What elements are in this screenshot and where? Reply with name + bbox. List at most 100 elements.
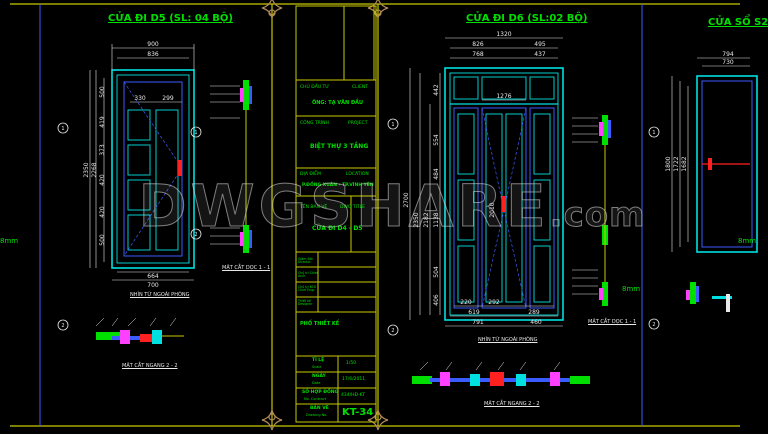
tb-drawing-label: TÊN BẢN VẼ: [300, 205, 328, 210]
dimension-label: 2: [194, 232, 197, 238]
dimension-label: 2: [391, 328, 394, 334]
dimension-label: 1: [61, 126, 64, 132]
dimension-label: 406: [433, 294, 440, 306]
tb-location-value: P.ĐỒNG XUÂN - TP.VĨNH YÊN: [302, 183, 374, 188]
dimension-label: 1722: [673, 156, 680, 171]
dimension-label: 768: [472, 51, 484, 58]
dimension-label: 554: [433, 134, 440, 146]
tb-contract-value: 434/HĐ-KT: [341, 393, 365, 398]
d6-section-horizontal-label: MẶT CẮT NGANG 2 - 2: [484, 401, 540, 407]
dimension-label: 664: [147, 273, 159, 280]
dimension-label: 826: [472, 41, 484, 48]
dimension-label: 500: [99, 86, 106, 98]
d5-caption-outside: NHÌN TỪ NGOÀI PHÒNG: [130, 292, 190, 298]
s2-detail-note: 8mm: [738, 237, 757, 245]
frame-ornaments: [261, 0, 389, 431]
dimension-label: 460: [530, 319, 542, 326]
door-d5-section-horizontal: [95, 317, 184, 344]
left-edge-note: 8mm: [0, 237, 19, 245]
dimension-label: 220: [460, 299, 472, 306]
dimension-label: 1: [652, 130, 655, 136]
tb-sheet-value: KT-34: [342, 407, 374, 418]
dimension-label: 1800: [665, 156, 672, 171]
cad-sheet: 9008363302992350226850041937342042050066…: [10, 0, 758, 431]
dimension-label: 900: [147, 41, 159, 48]
title-block-frame: [295, 5, 377, 423]
tb-scale-label-en: Scale: [312, 365, 322, 369]
tb-scale-label: TỈ LỆ: [312, 358, 325, 363]
door-d6-section-horizontal: [412, 361, 590, 386]
d5-section-horizontal-label: MẶT CẮT NGANG 2 - 2: [122, 363, 178, 369]
dimension-label: 330: [134, 95, 146, 102]
tb-role-director: Giám đốc Director: [298, 257, 314, 265]
tb-location-label: ĐỊA ĐIỂM: [300, 172, 321, 177]
dimension-label: 292: [488, 299, 500, 306]
tb-project-value: BIỆT THỰ 3 TẦNG: [310, 143, 369, 150]
tb-scale-value: 1/50: [346, 361, 357, 366]
tb-drawing-label-en: DWG TITLE: [340, 205, 366, 210]
tb-designer-label: PHỐ THIẾT KẾ: [300, 321, 340, 327]
d5-title: CỬA ĐI D5 (SL: 04 BỘ): [108, 13, 233, 24]
dimension-label: 289: [528, 309, 540, 316]
dimension-label: 419: [99, 116, 106, 128]
dimension-label: 1276: [496, 93, 511, 100]
d5-section-vertical-label: MẶT CẮT DỌC 1 - 1: [222, 265, 271, 271]
dimension-label: 836: [147, 51, 159, 58]
d6-caption-outside: NHÌN TỪ NGOÀI PHÒNG: [478, 337, 538, 343]
dimension-label: 2010: [489, 202, 496, 217]
tb-date-label: NGÀY: [312, 374, 326, 379]
dimension-label: 2: [61, 323, 64, 329]
d6-detail-note: 8mm: [622, 285, 641, 293]
dimension-label: 1: [194, 130, 197, 136]
dimension-label: 2350: [83, 162, 90, 177]
dimension-label: 373: [99, 144, 106, 156]
dimension-label: 2268: [91, 162, 98, 177]
tb-sheet-label-en: Drawing No.: [306, 413, 328, 417]
dimension-label: 504: [433, 266, 440, 278]
tb-owner-value: ÔNG: TẠ VĂN ĐẦU: [312, 100, 364, 106]
tb-sheet-label: BẢN VẼ: [310, 406, 329, 411]
section-markers: [57, 118, 660, 336]
dimension-label: 2700: [403, 192, 410, 207]
dimension-label: 1682: [681, 156, 688, 171]
dimension-label: 730: [722, 59, 734, 66]
tb-date-label-en: Date: [312, 381, 321, 385]
dimension-label: 1138: [433, 212, 440, 227]
dimension-label: 794: [722, 51, 734, 58]
door-d6-dimensions: [409, 37, 563, 327]
dimension-label: 495: [534, 41, 546, 48]
dimension-label: 1320: [496, 31, 511, 38]
dimension-label: 420: [99, 206, 106, 218]
tb-role-chief-arch: Chủ trì Chief Arch.: [298, 271, 318, 279]
tb-project-label-en: PROJECT: [348, 121, 368, 126]
dimension-label: 299: [162, 95, 174, 102]
sheet-frame: [10, 3, 740, 427]
dimension-label: 2: [652, 322, 655, 328]
dimension-label: 442: [433, 84, 440, 96]
tb-date-value: 17/6/2011: [342, 377, 366, 382]
dimension-label: 420: [99, 174, 106, 186]
tb-role-chief-engr: Chủ trì KCS Chief Engr.: [298, 285, 316, 293]
door-d5-dimensions: [89, 44, 195, 281]
tb-drawing-value: CỬA ĐI D4 - D5: [312, 225, 363, 232]
window-s2-section: [686, 282, 732, 312]
door-d5-elevation: [111, 69, 195, 269]
dimension-label: 700: [147, 282, 159, 289]
dimension-label: 484: [433, 168, 440, 180]
tb-owner-label: CHỦ ĐẦU TƯ: [300, 85, 330, 90]
tb-contract-label: SỐ HỢP ĐỒNG: [302, 390, 339, 395]
dimension-label: 2182: [423, 212, 430, 227]
dimension-label: 500: [99, 234, 106, 246]
dimension-label: 2350: [413, 212, 420, 227]
dimension-label: 619: [468, 309, 480, 316]
tb-role-designer: Thiết kế Designer: [298, 299, 313, 307]
d6-section-vertical-label: MẶT CẮT DỌC 1 - 1: [588, 319, 637, 325]
dimension-label: 1: [391, 122, 394, 128]
door-d6-elevation: [444, 67, 564, 321]
window-s2-elevation: [696, 75, 758, 253]
window-s2-dimensions: [671, 57, 750, 252]
tb-owner-label-en: CLIENT: [352, 85, 368, 90]
tb-contract-label-en: No. Contract: [304, 397, 326, 401]
